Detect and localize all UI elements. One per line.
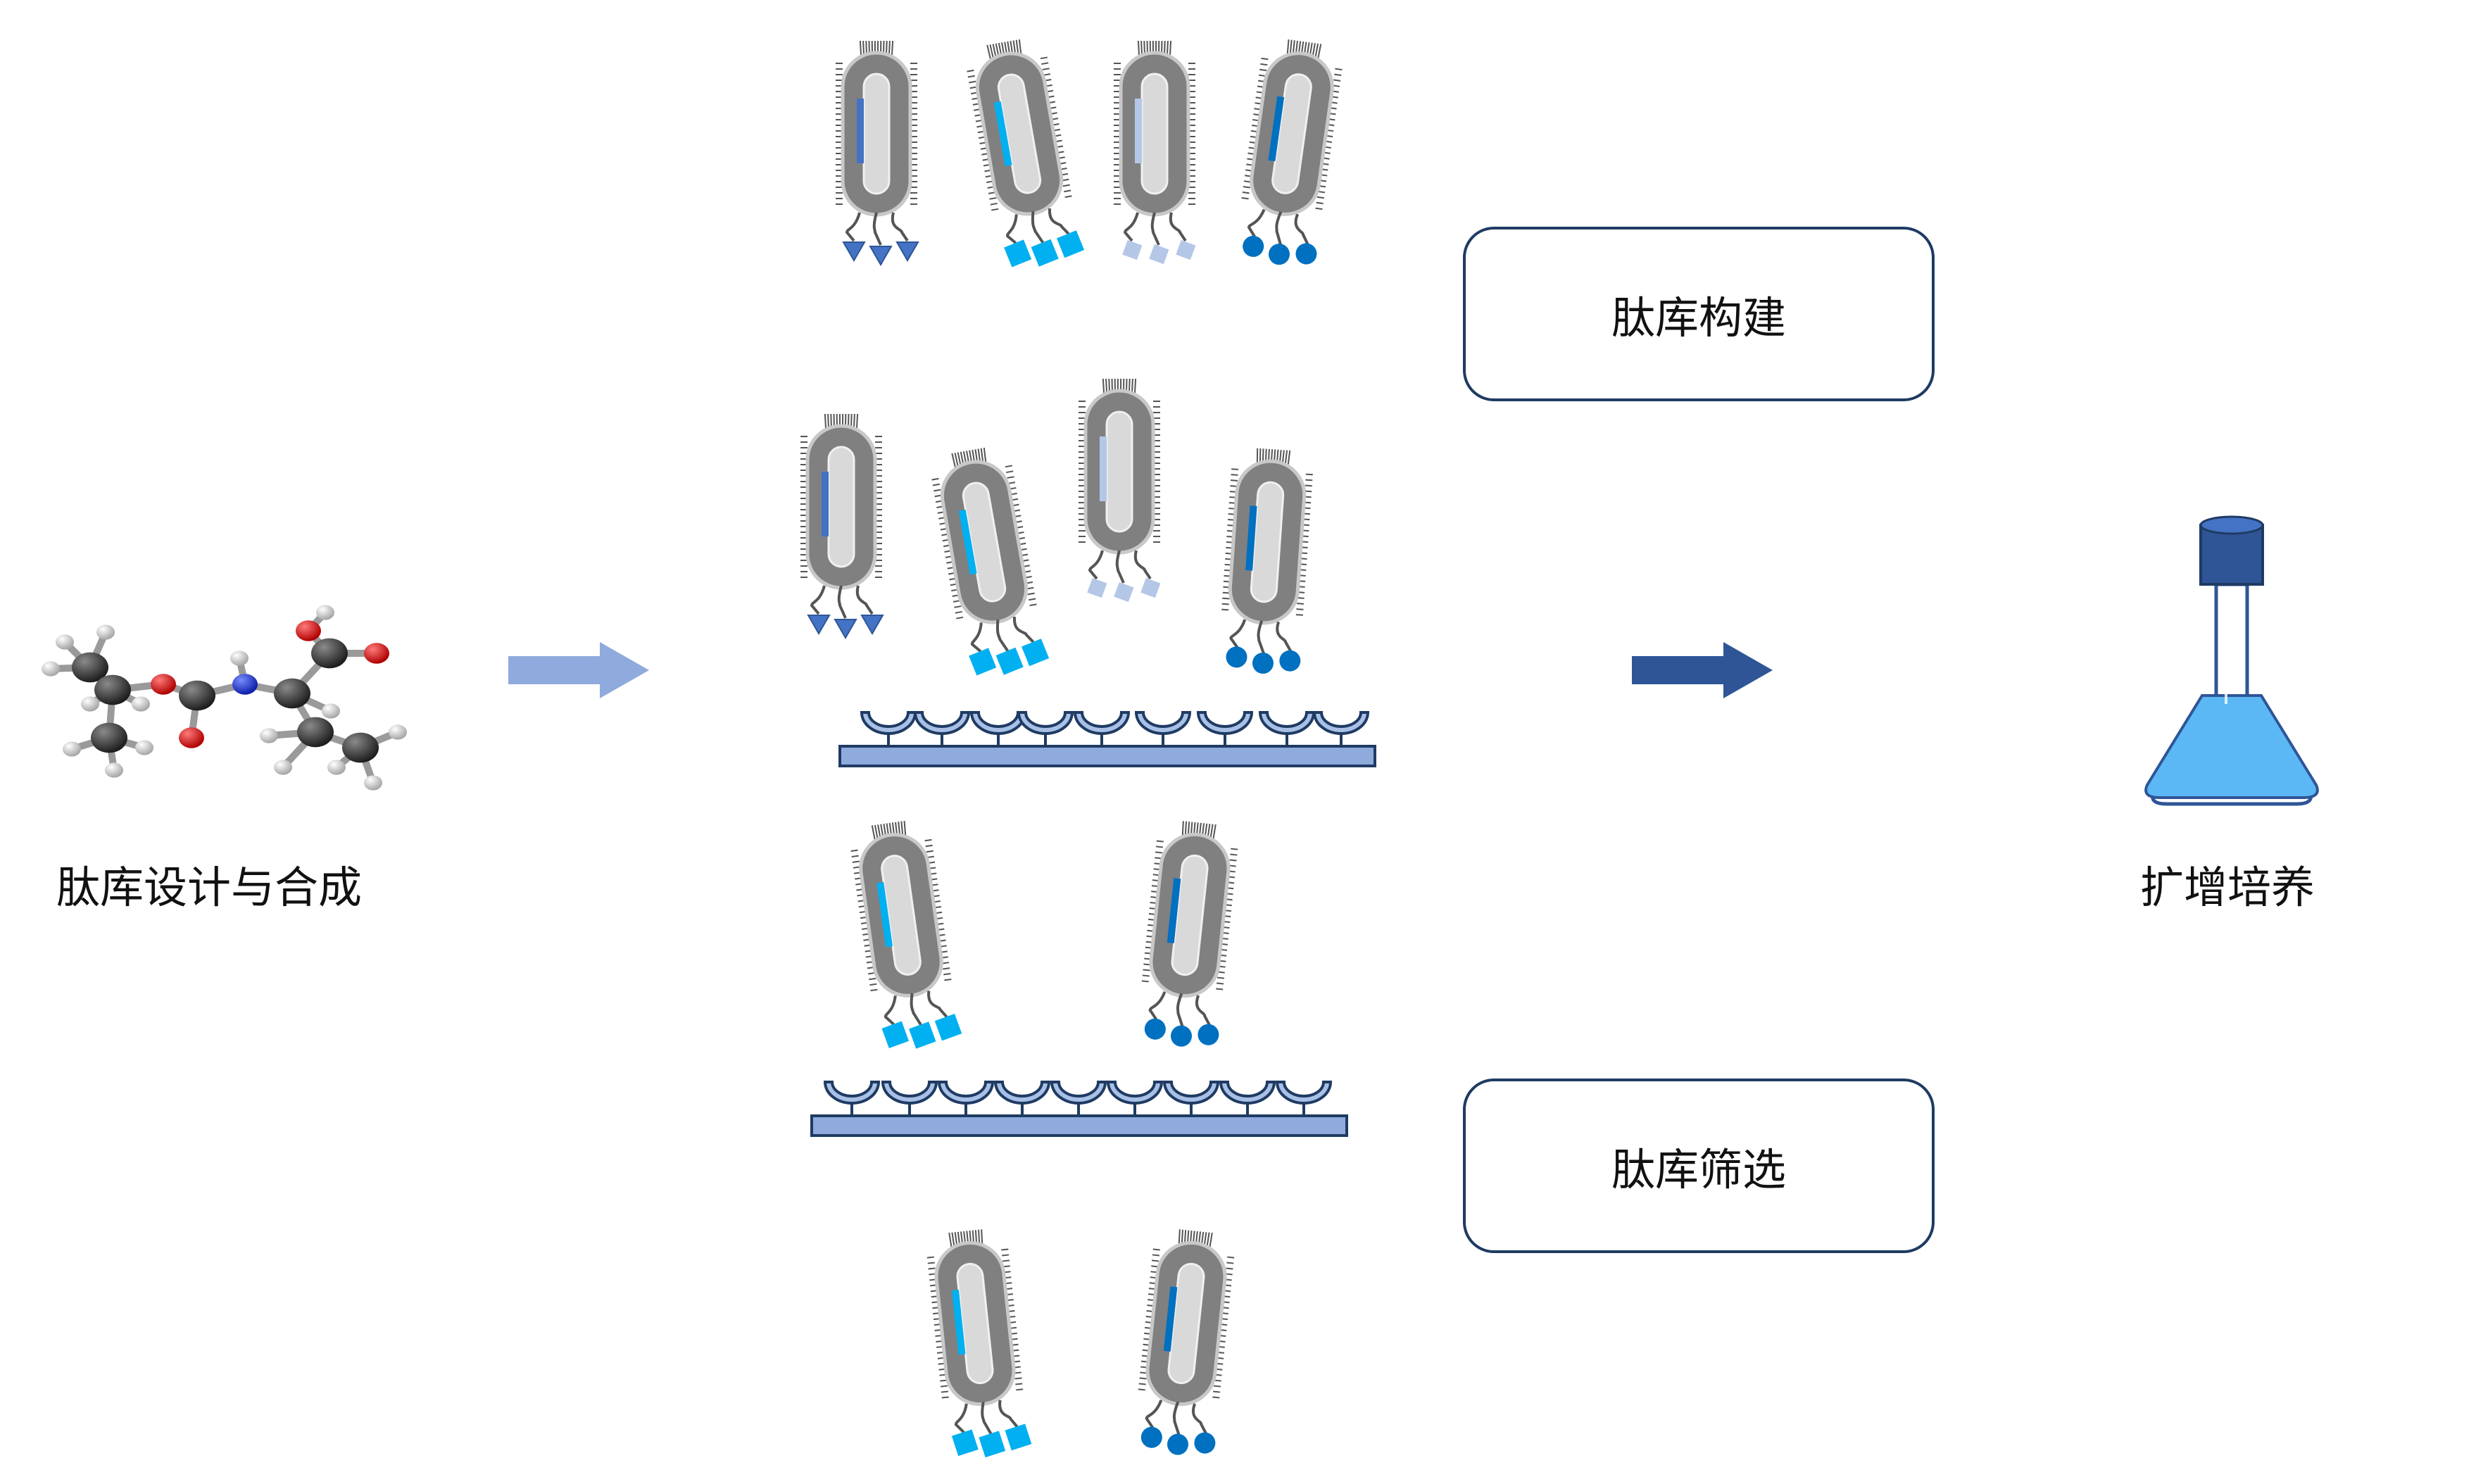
receptor-plate-2 (812, 1082, 1347, 1136)
culture-label: 扩增培养 (2140, 852, 2315, 915)
screen-box: 肽库筛选 (1463, 1079, 1935, 1253)
flask-icon (2146, 517, 2318, 804)
phage-icon (925, 1226, 1033, 1461)
phage-icon (1079, 379, 1160, 602)
phage-icon (1217, 446, 1315, 676)
arrow-right-light-icon (508, 642, 649, 698)
construct-box: 肽库构建 (1463, 227, 1935, 401)
molecule-icon (42, 605, 407, 790)
phage-icon (928, 443, 1050, 681)
phage-icon (1132, 1227, 1238, 1459)
receptor-plate-1 (840, 712, 1375, 766)
phage-icon (836, 41, 918, 265)
design-label: 肽库设计与合成 (56, 852, 362, 915)
phage-icon (800, 414, 883, 638)
phage-icon (1114, 41, 1195, 264)
arrow-right-dark-icon (1632, 642, 1773, 698)
phage-icon (1136, 819, 1241, 1050)
phage-icon (1233, 36, 1346, 270)
phage-icon (848, 817, 963, 1054)
phage-icon (963, 34, 1086, 273)
